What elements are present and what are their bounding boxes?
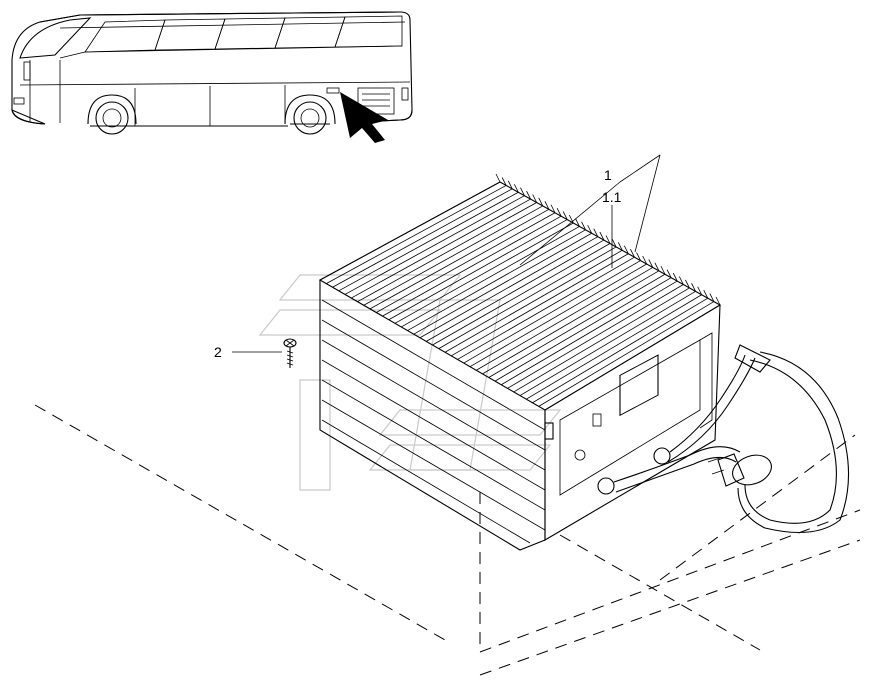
fin-tip: [520, 187, 525, 196]
fin-line: [513, 287, 690, 393]
fin-tip: [538, 197, 544, 207]
fin-tip: [617, 242, 623, 251]
fin-line: [469, 263, 647, 368]
fin-tip: [623, 245, 629, 254]
fin-line: [438, 246, 617, 349]
fin-line: [532, 297, 708, 404]
bus-overview-illustration: [11, 11, 413, 143]
heatsink-fins: [319, 173, 721, 411]
fin-tip: [501, 177, 507, 186]
fin-tip: [495, 173, 501, 183]
fin-tip: [648, 259, 654, 268]
fin-line: [338, 191, 519, 292]
fin-line: [351, 198, 531, 299]
fin-tip: [507, 180, 513, 190]
fin-line: [444, 249, 623, 353]
fin-line: [394, 222, 574, 324]
fin-tip: [672, 272, 678, 282]
fin-tip: [715, 296, 721, 306]
fin-line: [332, 188, 513, 288]
fin-line: [426, 239, 605, 342]
side-fins: [321, 299, 546, 544]
fin-line: [488, 273, 666, 378]
fin-tip: [630, 248, 635, 258]
fin-line: [407, 229, 586, 331]
fin-line: [451, 253, 629, 357]
fin-line: [538, 301, 715, 407]
fin-line: [326, 185, 507, 284]
fin-line: [501, 280, 678, 386]
fin-line: [363, 205, 543, 306]
fin-line: [376, 212, 556, 313]
fin-line: [388, 219, 568, 321]
fin-tip: [581, 221, 586, 231]
fin-line: [419, 236, 598, 339]
fin-tip: [532, 194, 538, 203]
fin-line: [494, 277, 672, 382]
fin-tip: [544, 201, 550, 210]
fin-tip: [556, 207, 562, 217]
fin-tip: [703, 289, 709, 299]
fin-tip: [599, 231, 605, 241]
fin-tip: [666, 269, 672, 278]
fin-tip: [636, 252, 641, 261]
fin-line: [519, 290, 696, 396]
fin-tip: [587, 225, 593, 234]
fin-tip: [660, 266, 666, 275]
fin-tip: [575, 218, 580, 227]
fin-tip: [654, 262, 660, 272]
fin-tip: [605, 235, 611, 244]
fin-line: [432, 243, 611, 346]
fin-tip: [526, 190, 531, 200]
fin-line: [463, 260, 641, 364]
fin-line: [507, 284, 684, 389]
fin-line: [369, 208, 550, 310]
fin-tip: [513, 184, 519, 193]
screw-part: [283, 338, 297, 368]
fin-line: [526, 294, 702, 400]
leader-lines: [232, 154, 661, 353]
callout-1: 1: [604, 167, 612, 183]
fin-tip: [697, 286, 703, 295]
fin-tip: [562, 211, 568, 220]
fin-tip: [593, 228, 599, 237]
fin-line: [413, 232, 592, 335]
fin-line: [457, 256, 635, 360]
fin-tip: [642, 255, 648, 265]
fin-tip: [709, 293, 715, 302]
ground-dashed-lines: [34, 404, 861, 676]
charger-unit: [318, 173, 850, 551]
fin-line: [476, 267, 653, 371]
fin-line: [382, 215, 562, 317]
fin-tip: [550, 204, 556, 213]
fin-line: [482, 270, 660, 375]
fin-line: [357, 202, 537, 303]
fin-tip: [685, 279, 690, 289]
fin-line: [344, 195, 525, 295]
power-cable-loop: [707, 344, 850, 533]
fin-tip: [678, 276, 684, 285]
fin-line: [401, 226, 580, 328]
callout-1-1: 1.1: [602, 189, 622, 205]
callout-2: 2: [214, 344, 222, 360]
fin-tip: [611, 238, 617, 248]
fin-tip: [691, 283, 696, 292]
watermark-logo: [258, 274, 562, 491]
